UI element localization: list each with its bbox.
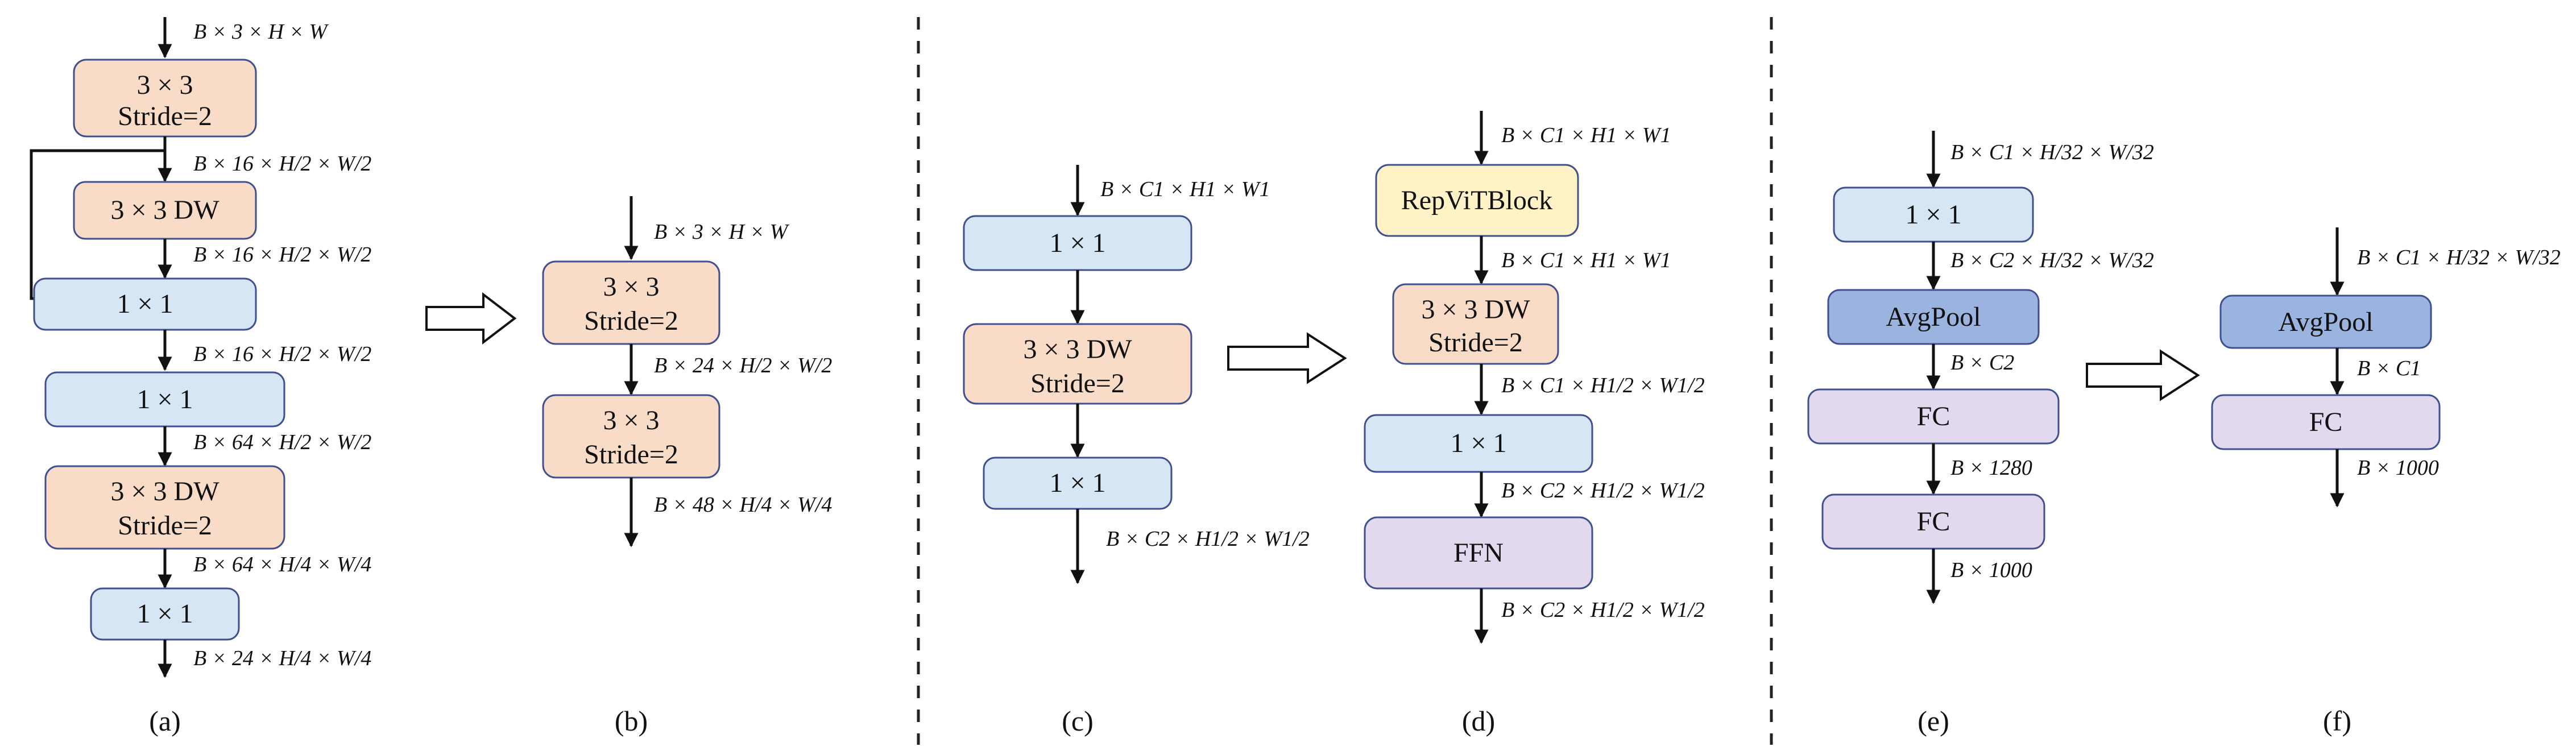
- caption-c: (c): [1062, 705, 1094, 737]
- block-label: 1 × 1: [136, 599, 193, 629]
- block-label: 3 × 3 DW: [110, 476, 220, 507]
- dim-label: B × 3 × H × W: [193, 20, 329, 44]
- block-label: FFN: [1453, 538, 1504, 568]
- block-label: 1 × 1: [1450, 428, 1506, 458]
- dim-label: B × C1 × H1 × W1: [1100, 177, 1270, 201]
- caption-b: (b): [615, 705, 648, 737]
- block-label: 3 × 3: [603, 272, 659, 302]
- block-label: 1 × 1: [1049, 468, 1105, 498]
- dim-label: B × 16 × H/2 × W/2: [193, 243, 371, 267]
- panel-d: B × C1 × H1 × W1 RepViTBlock B × C1 × H1…: [1364, 111, 1705, 737]
- dim-label: B × 1280: [1950, 456, 2032, 480]
- block-label: FC: [1917, 401, 1950, 432]
- transform-arrow-icon: [2086, 349, 2200, 401]
- block-label: 3 × 3 DW: [110, 195, 220, 225]
- dim-label: B × C1: [2357, 356, 2421, 380]
- caption-f: (f): [2323, 705, 2351, 737]
- block-label: 1 × 1: [1049, 228, 1105, 258]
- dim-label: B × C2: [1950, 351, 2014, 375]
- block-label-sub: Stride=2: [1428, 327, 1523, 358]
- conv1x1-block: [1364, 414, 1593, 473]
- panel-f: B × C1 × H/32 × W/32 AvgPool B × C1 FC B…: [2211, 227, 2561, 737]
- avgpool-block: [2219, 294, 2432, 349]
- dim-label: B × 48 × H/4 × W/4: [654, 493, 832, 517]
- block-label-sub: Stride=2: [584, 306, 678, 336]
- dim-label: B × 1000: [1950, 558, 2032, 582]
- dim-label: B × 24 × H/2 × W/2: [654, 354, 832, 378]
- repvit-block: [1375, 164, 1579, 237]
- block-label: 1 × 1: [136, 384, 193, 414]
- block-label: FC: [2309, 407, 2343, 437]
- block-label: 3 × 3 DW: [1023, 334, 1132, 364]
- dim-label: B × 16 × H/2 × W/2: [193, 152, 371, 176]
- dim-label: B × 16 × H/2 × W/2: [193, 342, 371, 366]
- panel-e: B × C1 × H/32 × W/32 1 × 1 B × C2 × H/32…: [1807, 131, 2154, 737]
- dim-label: B × C2 × H1/2 × W1/2: [1501, 598, 1705, 622]
- caption-a: (a): [149, 705, 181, 737]
- dim-label: B × 24 × H/4 × W/4: [193, 646, 371, 670]
- block-label: 3 × 3: [603, 405, 659, 435]
- block-label: 1 × 1: [1905, 200, 1961, 230]
- dim-label: B × C1 × H1 × W1: [1501, 123, 1671, 147]
- dim-label: B × C1 × H1/2 × W1/2: [1501, 374, 1705, 397]
- block-label: AvgPool: [1886, 302, 1981, 332]
- dim-label: B × C1 × H/32 × W/32: [2357, 246, 2561, 269]
- block-label: 1 × 1: [117, 289, 173, 319]
- panel-a: B × 3 × H × W 3 × 3 Stride=2 B × 16 × H/…: [30, 17, 371, 737]
- block-label-sub: Stride=2: [584, 439, 678, 470]
- dim-label: B × C2 × H1/2 × W1/2: [1501, 479, 1705, 503]
- block-label: 3 × 3 DW: [1421, 294, 1530, 325]
- panel-c: B × C1 × H1 × W1 1 × 1 3 × 3 DW Stride=2…: [963, 165, 1310, 737]
- dim-label: B × 64 × H/4 × W/4: [193, 553, 371, 576]
- transform-arrow-icon: [1227, 332, 1347, 384]
- dim-label: B × C1 × H/32 × W/32: [1950, 140, 2154, 164]
- caption-e: (e): [1917, 705, 1949, 737]
- dim-label: B × C1 × H1 × W1: [1501, 248, 1671, 272]
- conv1x1-block: [33, 277, 257, 331]
- dim-label: B × 1000: [2357, 456, 2439, 480]
- transform-arrow-icon: [425, 292, 517, 345]
- caption-d: (d): [1462, 705, 1495, 737]
- block-label: 3 × 3: [136, 70, 193, 100]
- dim-label: B × C2 × H1/2 × W1/2: [1106, 527, 1310, 551]
- dim-label: B × 3 × H × W: [654, 220, 790, 244]
- block-label-sub: Stride=2: [1030, 368, 1125, 399]
- fc-block: [2211, 394, 2441, 450]
- dim-label: B × 64 × H/2 × W/2: [193, 430, 371, 454]
- panel-b: B × 3 × H × W 3 × 3 Stride=2 B × 24 × H/…: [542, 196, 832, 737]
- block-label: FC: [1917, 507, 1950, 537]
- block-label-sub: Stride=2: [118, 101, 212, 131]
- dim-label: B × C2 × H/32 × W/32: [1950, 248, 2154, 272]
- ffn-block: [1364, 516, 1593, 590]
- block-label-sub: Stride=2: [118, 511, 212, 541]
- block-label: AvgPool: [2278, 307, 2373, 337]
- block-label: RepViTBlock: [1401, 185, 1552, 215]
- dw-conv-stride2-block: [1392, 283, 1559, 365]
